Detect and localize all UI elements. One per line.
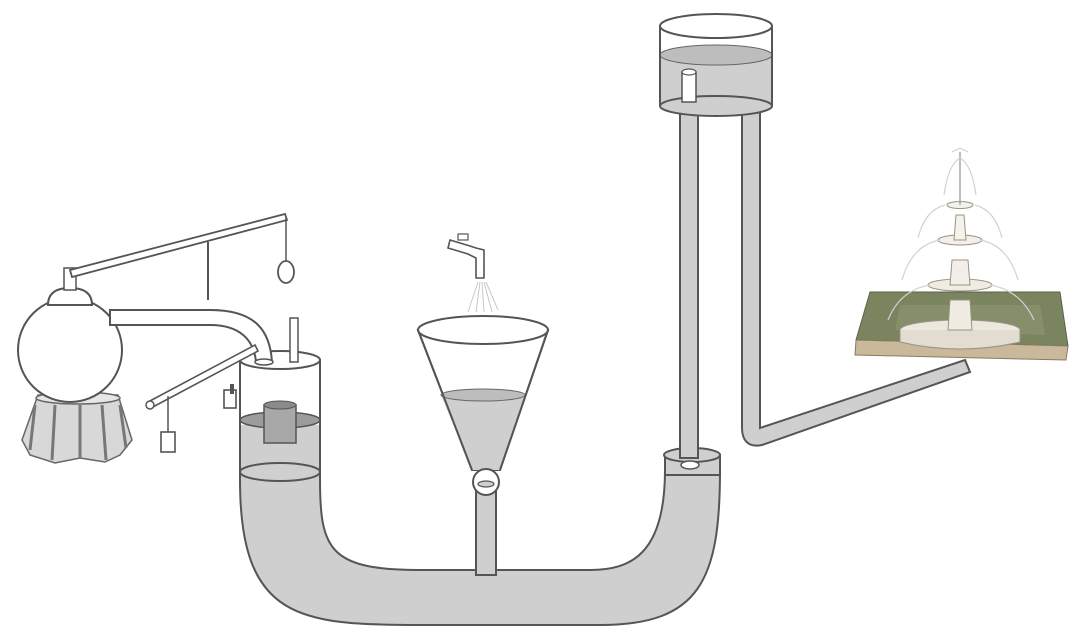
steam-pipe <box>109 309 274 366</box>
outflow-pipe <box>741 107 972 447</box>
u-pipe-right-connector <box>663 447 721 476</box>
rising-pipe <box>679 107 699 459</box>
spherical-boiler-icon <box>17 267 133 464</box>
funnel-icon <box>416 315 550 496</box>
water-spray <box>467 281 499 313</box>
fountain-icon <box>854 147 1069 361</box>
valve-lever-weight <box>145 343 260 453</box>
u-pipe <box>239 459 721 626</box>
elevated-water-tank-icon <box>659 13 773 117</box>
fountain-water-jets <box>887 147 1035 321</box>
lever-arm-weight-icon <box>68 212 295 300</box>
faucet-icon <box>447 233 499 313</box>
